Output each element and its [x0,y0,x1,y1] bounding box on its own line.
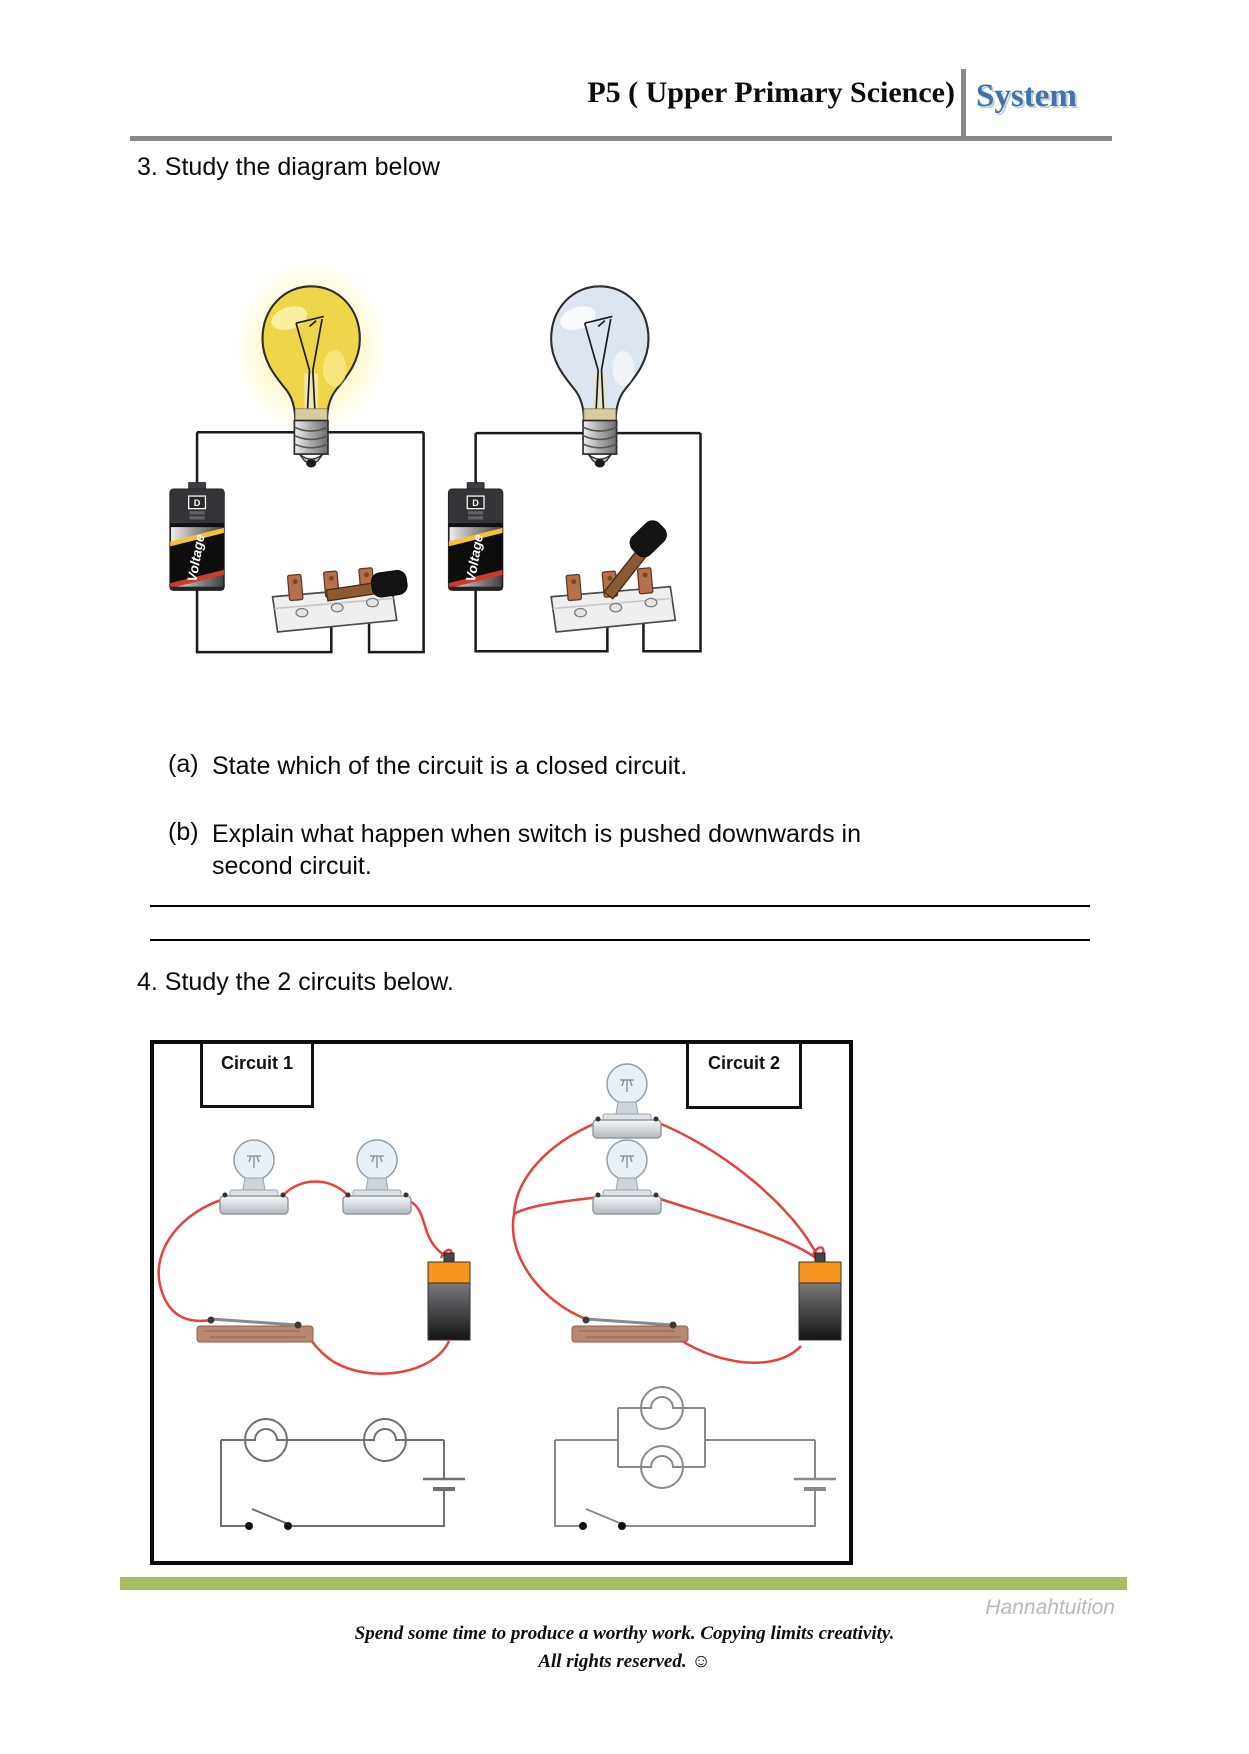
footer-rule [120,1577,1127,1590]
lit-bulb-icon [233,261,389,468]
header-brand: System [976,78,1077,114]
question3b-label: (b) [168,818,199,846]
circuit2-wires [511,1119,825,1364]
circuit2-switch-icon [571,1316,689,1343]
header-divider-bar [961,69,966,141]
question3a-label: (a) [168,750,199,778]
question3b: (b) Explain what happen when switch is p… [168,818,861,882]
circuit1-battery-icon [427,1252,471,1341]
circuit2-battery-icon [798,1252,842,1341]
question3a-text: State which of the circuit is a closed c… [212,752,688,780]
question4-heading: 4. Study the 2 circuits below. [137,968,454,996]
circuit1-switch-icon [196,1316,314,1343]
battery-d-cell-icon-right [447,481,504,591]
question3b-text-line1: Explain what happen when switch is pushe… [212,820,861,848]
circuit1-bulb1-icon [219,1139,289,1215]
page-title: P5 ( Upper Primary Science) [587,76,955,109]
header-rule [130,136,1112,141]
footer-motto-line2: All rights reserved. ☺ [538,1651,711,1672]
battery-size-label: D [194,498,201,508]
footer-motto-line1: Spend some time to produce a worthy work… [354,1623,895,1644]
circuit2-label-box: Circuit 2 [686,1041,802,1109]
answer-line-2[interactable] [150,939,1090,941]
circuit1-schematic [220,1418,465,1530]
q4-circuits-illustration [157,1063,842,1530]
circuit2-schematic [554,1386,836,1530]
circuit2-bulb2-icon [592,1139,662,1215]
answer-line-1[interactable] [150,905,1090,907]
circuit1-bulb2-icon [342,1139,412,1215]
footer-brand: Hannahtuition [985,1596,1115,1619]
q3-circuit-diagram: D Voltage [169,261,702,654]
closed-switch-icon [271,567,408,633]
unlit-bulb-icon [550,285,650,468]
question3a: (a) State which of the circuit is a clos… [168,750,687,782]
q4-diagram-box [150,1040,853,1565]
battery-d-cell-icon: D Voltage [169,482,225,591]
question3-heading: 3. Study the diagram below [137,153,440,181]
circuit2-bulb1-icon [592,1063,662,1139]
question3b-text-line2: second circuit. [212,852,372,880]
open-switch-icon [550,520,677,633]
circuit1-label-box: Circuit 1 [200,1041,314,1108]
